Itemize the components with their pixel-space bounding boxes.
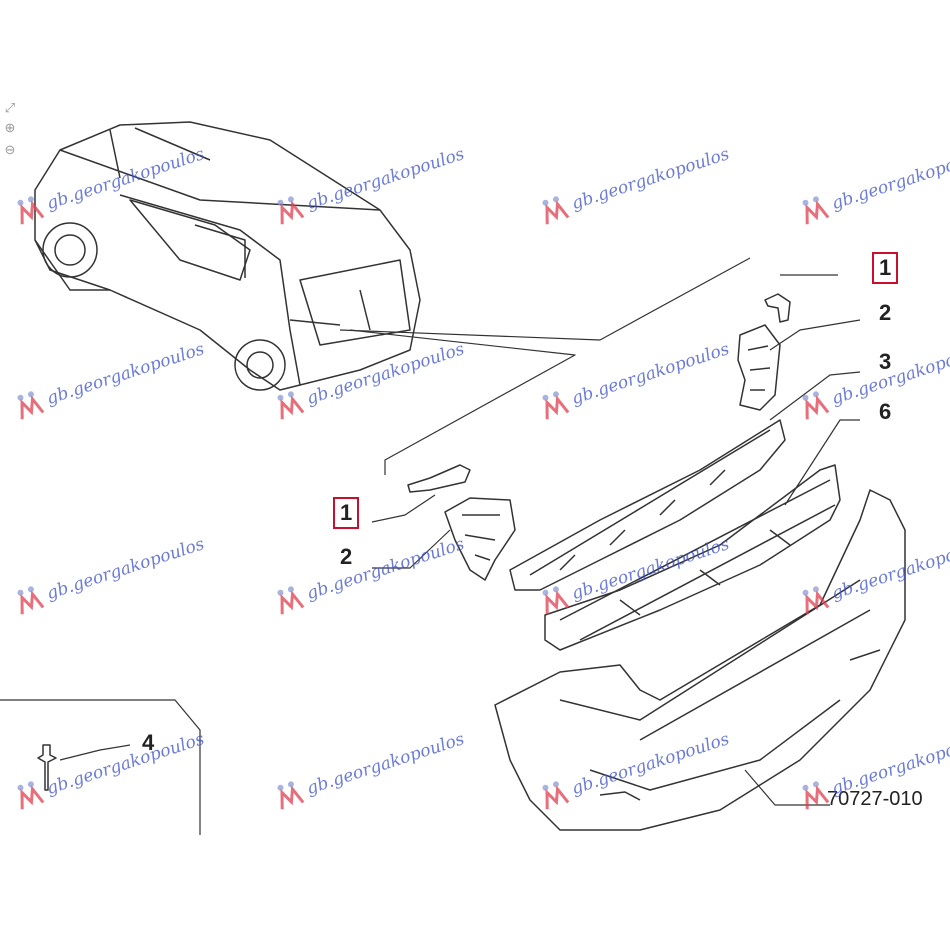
part-1-right <box>764 293 791 323</box>
callout-1-right: 1 <box>872 252 899 284</box>
diagram-reference-code: 70727-010 <box>827 788 923 810</box>
zoom-out-icon[interactable]: ⊖ <box>4 142 16 157</box>
part-4-fastener <box>37 744 57 791</box>
callout-2-left: 2 <box>340 544 353 569</box>
part-2-right <box>737 324 781 411</box>
callout-4: 4 <box>142 730 155 755</box>
vehicle-illustration <box>34 121 421 391</box>
part-1-left <box>407 464 471 493</box>
inset-box <box>0 699 201 835</box>
leader-lines <box>59 257 861 806</box>
callout-1-left: 1 <box>333 497 360 529</box>
fullscreen-icon[interactable]: ⤢ <box>4 100 16 115</box>
part-6-reinforcement <box>544 464 841 651</box>
rear-bumper <box>494 489 906 831</box>
callout-6: 6 <box>879 399 892 424</box>
zoom-in-icon[interactable]: ⊕ <box>4 120 16 135</box>
part-2-left <box>444 497 516 581</box>
callout-3: 3 <box>879 349 892 374</box>
callout-2-right: 2 <box>879 300 892 325</box>
part-3-absorber <box>509 419 786 591</box>
